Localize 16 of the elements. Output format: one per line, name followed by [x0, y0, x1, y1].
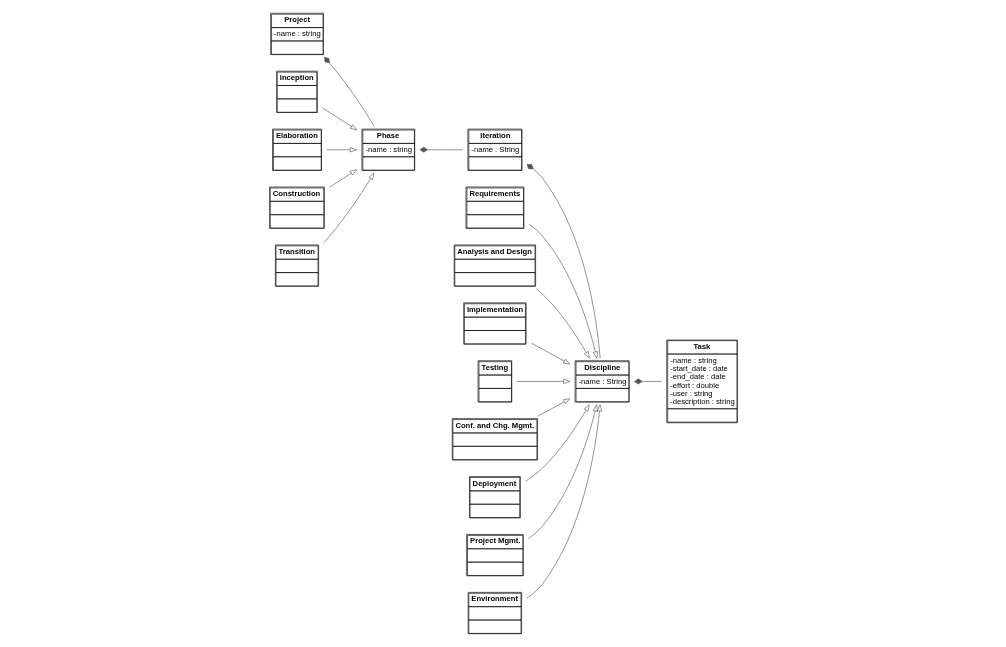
arrow — [535, 288, 590, 359]
arrow — [328, 169, 357, 188]
arrow — [526, 404, 602, 599]
connector — [633, 378, 662, 385]
arrow — [530, 342, 570, 365]
connector — [419, 146, 463, 153]
arrow — [321, 107, 357, 131]
arrow — [527, 404, 598, 539]
arrow — [323, 172, 374, 243]
arrow — [524, 404, 590, 482]
connector — [526, 164, 600, 359]
connector — [323, 56, 375, 127]
arrow — [528, 224, 598, 359]
arrow — [537, 398, 570, 417]
arrow — [516, 378, 570, 384]
arrow — [325, 147, 357, 153]
